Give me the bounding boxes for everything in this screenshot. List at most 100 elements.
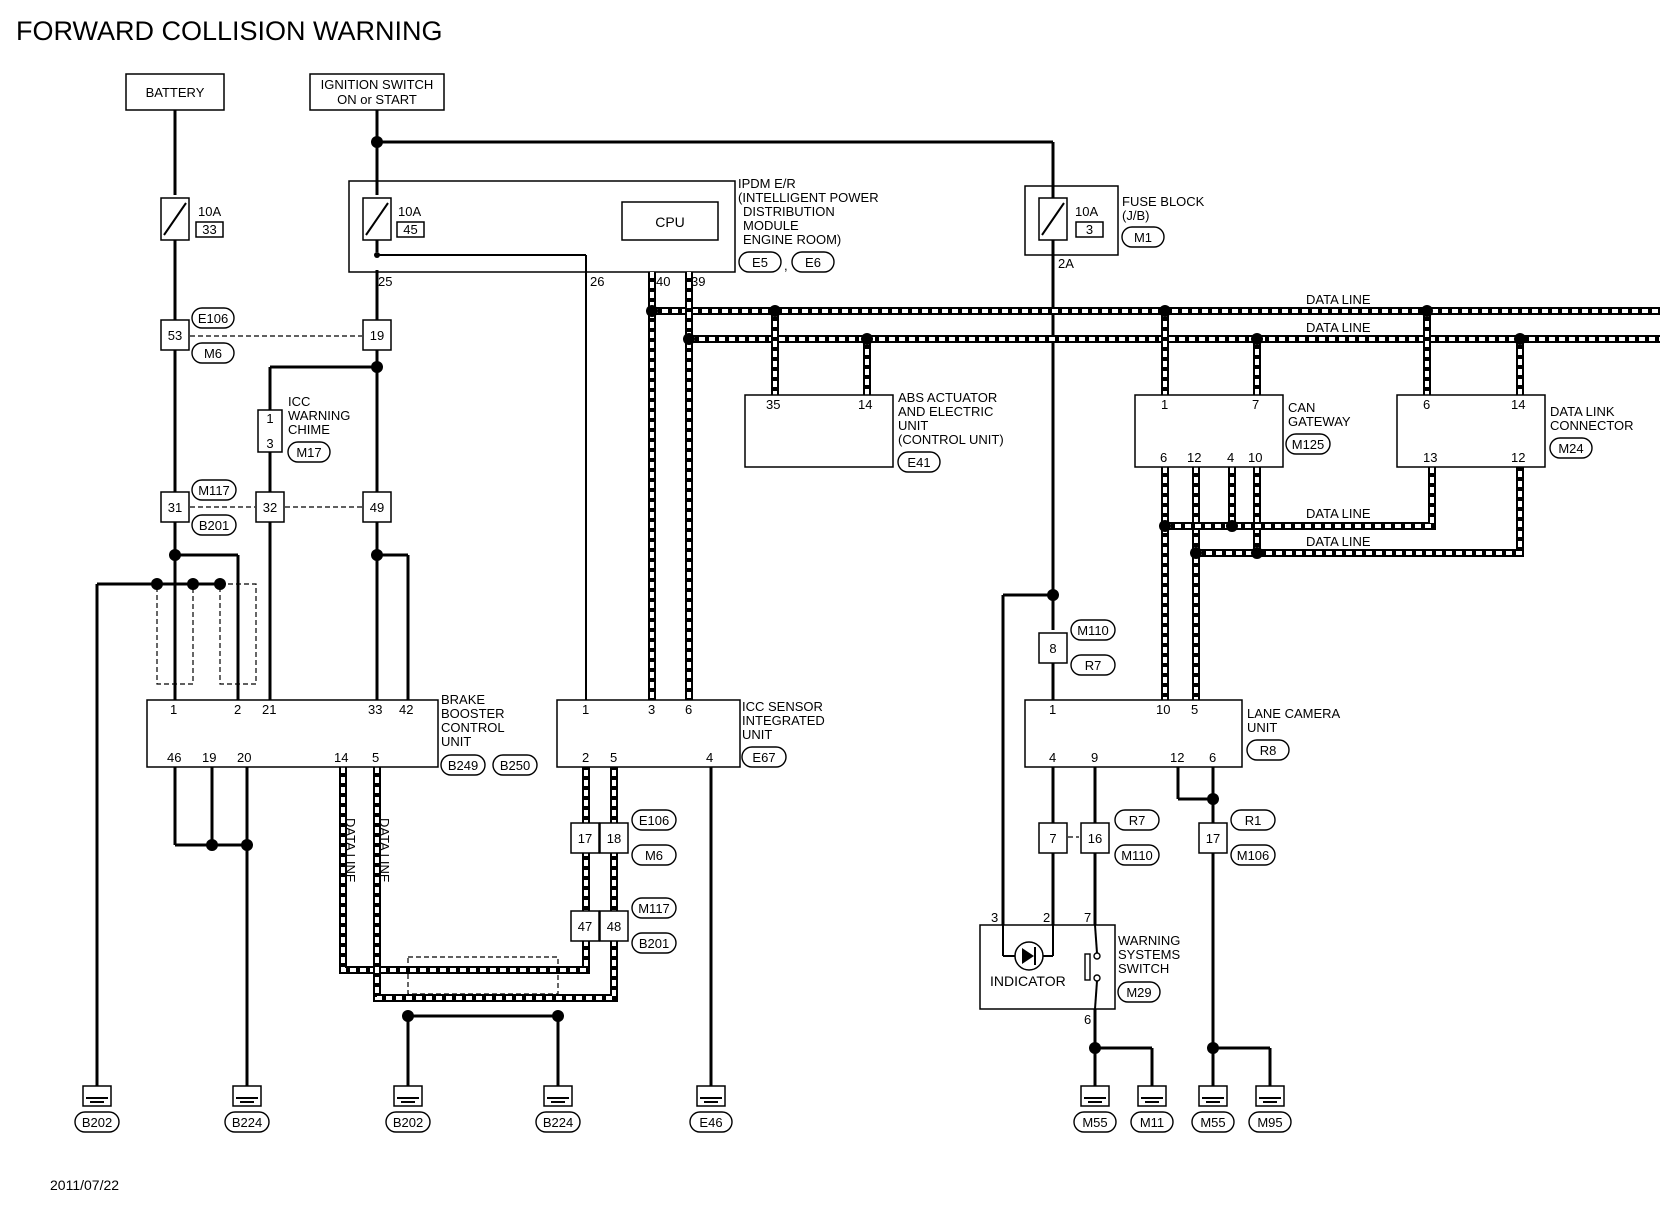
ground-icon-4: B224 (535, 1085, 581, 1133)
joint-b201-icc-label: B201 (639, 936, 669, 951)
icc-pin-3: 3 (648, 702, 655, 717)
lane-camera-unit: 1 10 5 4 9 12 6 LANE CAMERA UNIT R8 (1024, 699, 1341, 768)
dlc-conn-m24: M24 (1558, 441, 1583, 456)
joint-48: 48 (607, 919, 621, 934)
fuse-block-pin-2a: 2A (1058, 256, 1074, 271)
can-pin-1: 1 (1161, 397, 1168, 412)
brake-ground-wires (173, 767, 560, 1086)
joint-r7-lower-label: R7 (1129, 813, 1146, 828)
ipdm-label-line5: ENGINE ROOM) (743, 232, 841, 247)
lane-camera-wires (1051, 767, 1272, 1086)
abs-pin-35: 35 (766, 397, 780, 412)
dlc-label-line1: DATA LINK (1550, 404, 1615, 419)
chime-label-line1: ICC (288, 394, 310, 409)
chime-pin-1: 1 (266, 411, 273, 426)
can-gateway: 1 7 6 12 4 10 CAN GATEWAY M125 (1134, 394, 1351, 468)
warning-systems-switch: 3 2 7 6 INDICATOR WARNING SYSTEMS SWITCH… (979, 910, 1180, 1027)
can-label-line2: GATEWAY (1288, 414, 1351, 429)
ipdm-pin-26: 26 (590, 274, 604, 289)
brake-conn-b250: B250 (500, 758, 530, 773)
diagram-date: 2011/07/22 (50, 1177, 119, 1193)
ground-icon-6: M55 (1073, 1085, 1117, 1133)
chime-label-line3: CHIME (288, 422, 330, 437)
chime-conn-m17: M17 (296, 445, 321, 460)
ground-label-3: B202 (393, 1115, 423, 1130)
brake-label-line1: BRAKE (441, 692, 485, 707)
lane-conn-r8: R8 (1260, 743, 1277, 758)
icc-pin-5: 5 (610, 750, 617, 765)
data-line-label-3: DATA LINE (1306, 506, 1371, 521)
fuse-block-label-line1: FUSE BLOCK (1122, 194, 1205, 209)
brake-pin-33: 33 (368, 702, 382, 717)
lane-pin-5: 5 (1191, 702, 1198, 717)
brake-pin-14: 14 (334, 750, 348, 765)
joint-7: 7 (1049, 831, 1056, 846)
brake-pin-42: 42 (399, 702, 413, 717)
ground-label-2: B224 (232, 1115, 262, 1130)
lane-pin-1: 1 (1049, 702, 1056, 717)
lane-pin-4: 4 (1049, 750, 1056, 765)
joint-8: 8 (1049, 641, 1056, 656)
lane-pin-12: 12 (1170, 750, 1184, 765)
joint-m106-label: M106 (1237, 848, 1270, 863)
fuse-battery-amps: 10A (198, 204, 221, 219)
lane-label-line2: UNIT (1247, 720, 1277, 735)
joint-18-icc: 18 (607, 831, 621, 846)
dashed-links (156, 335, 1079, 995)
ignition-label-line1: IGNITION SWITCH (321, 77, 434, 92)
ipdm-label-line3: DISTRIBUTION (743, 204, 835, 219)
can-conn-m125: M125 (1292, 437, 1325, 452)
brake-pin-21: 21 (262, 702, 276, 717)
switch-label-line1: WARNING (1118, 933, 1180, 948)
joint-32: 32 (263, 500, 277, 515)
ipdm-cpu-label: CPU (655, 214, 685, 230)
splice-dots (151, 136, 1526, 1054)
ground-icon-3: B202 (385, 1085, 431, 1133)
ipdm-module: 10A 45 CPU 25 26 40 39 IPDM E/R (INTELLI… (348, 176, 879, 289)
ipdm-label-line4: MODULE (743, 218, 799, 233)
dlc-pin-12: 12 (1511, 450, 1525, 465)
ipdm-conn-e6: E6 (805, 255, 821, 270)
brake-pin-1: 1 (170, 702, 177, 717)
can-pin-10: 10 (1248, 450, 1262, 465)
brake-label-line2: BOOSTER (441, 706, 505, 721)
switch-label-line3: SWITCH (1118, 961, 1169, 976)
fuse-jb-amps: 10A (1075, 204, 1098, 219)
fuse-block: 10A 3 2A FUSE BLOCK (J/B) M1 (1024, 185, 1205, 271)
lane-label-line1: LANE CAMERA (1247, 706, 1341, 721)
can-data-lines (339, 272, 1660, 1002)
ipdm-pin-25: 25 (378, 274, 392, 289)
abs-unit: 35 14 ABS ACTUATOR AND ELECTRIC UNIT (CO… (744, 390, 1004, 473)
dlc-pin-6: 6 (1423, 397, 1430, 412)
abs-label-line2: AND ELECTRIC (898, 404, 993, 419)
joint-m117-label: M117 (198, 483, 230, 498)
data-link-connector: 6 14 13 12 DATA LINK CONNECTOR M24 (1396, 394, 1634, 468)
joint-e106-icc-label: E106 (639, 813, 669, 828)
fuse-battery-num: 33 (202, 222, 216, 237)
icc-warning-chime: 1 3 ICC WARNING CHIME M17 (257, 394, 350, 463)
can-pin-4: 4 (1227, 450, 1234, 465)
ground-label-6: M55 (1082, 1115, 1107, 1130)
ipdm-label-line2: (INTELLIGENT POWER (738, 190, 879, 205)
data-line-label-2: DATA LINE (1306, 320, 1371, 335)
battery-label: BATTERY (146, 85, 205, 100)
joint-m6-label: M6 (204, 346, 222, 361)
data-line-label-6: DATA LINE (377, 818, 392, 883)
switch-conn-m29: M29 (1126, 985, 1151, 1000)
ipdm-conn-sep: , (784, 258, 788, 273)
data-line-label-5: DATA LINE (343, 818, 358, 883)
joint-47: 47 (578, 919, 592, 934)
dlc-pin-14: 14 (1511, 397, 1525, 412)
switch-pin-2: 2 (1043, 910, 1050, 925)
fuse-ipdm-num: 45 (403, 222, 417, 237)
joint-31: 31 (168, 500, 182, 515)
joint-r1-label: R1 (1245, 813, 1262, 828)
joint-17-camera: 17 (1206, 831, 1220, 846)
icc-conn-e67: E67 (752, 750, 775, 765)
brake-conn-b249: B249 (448, 758, 478, 773)
brake-booster-control-unit: 1 2 21 33 42 46 19 20 14 5 BRAKE BOOSTER… (146, 692, 538, 776)
lane-pin-6: 6 (1209, 750, 1216, 765)
brake-pin-46: 46 (167, 750, 181, 765)
chime-pin-3: 3 (266, 436, 273, 451)
joint-16: 16 (1088, 831, 1102, 846)
